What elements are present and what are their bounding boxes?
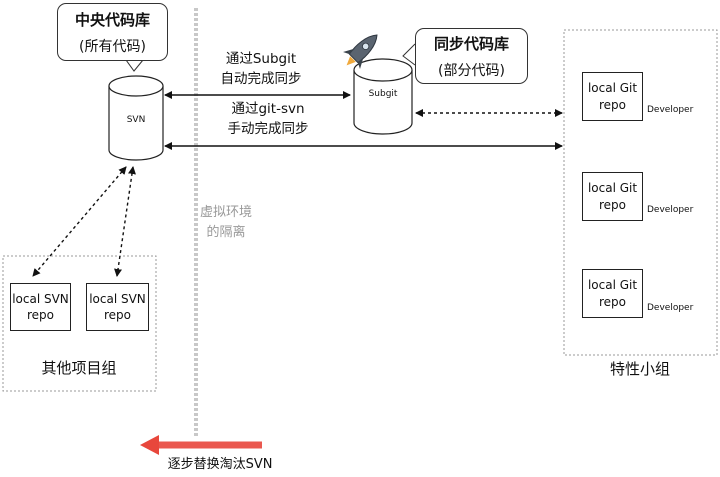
- manual-sync-label-line2: 手动完成同步: [227, 121, 309, 137]
- central-repo-subtitle: (所有代码): [79, 38, 146, 55]
- sync-repo-title: 同步代码库: [433, 34, 509, 53]
- local-git-repo: local Git repo: [582, 269, 643, 318]
- svn-local-connector-2: [114, 166, 136, 277]
- svn-local-connector-1: [32, 166, 127, 277]
- local-git-repo: local Git repo: [582, 172, 643, 221]
- repo-label-line2: repo: [598, 294, 626, 309]
- virtual-isolation-label-line1: 虚拟环境: [199, 205, 253, 220]
- local-svn-repo: local SVN repo: [10, 283, 71, 331]
- migration-arrow: [140, 435, 262, 455]
- central-repo-callout: 中央代码库 (所有代码): [57, 3, 168, 61]
- svn-database: [108, 75, 164, 161]
- repo-label-line2: repo: [598, 197, 626, 212]
- subgit-db-label: Subgit: [368, 89, 398, 99]
- virtual-isolation-label-line2: 的隔离: [206, 225, 246, 240]
- repo-label-line1: local SVN: [89, 291, 146, 306]
- repo-label-line1: local SVN: [12, 291, 69, 306]
- feature-group-title: 特性小组: [609, 360, 671, 378]
- svn-db-label: SVN: [126, 115, 146, 125]
- manual-sync-label-line1: 通过git-svn: [231, 101, 305, 117]
- sync-repo-callout: 同步代码库 (部分代码): [415, 28, 528, 84]
- auto-sync-label-line1: 通过Subgit: [225, 51, 297, 67]
- sync-bubble-tail: [402, 43, 416, 66]
- repo-label-line2: repo: [598, 97, 626, 112]
- central-repo-title: 中央代码库: [74, 10, 150, 29]
- repo-label-line2: repo: [26, 308, 54, 322]
- developer-label: Developer: [647, 105, 694, 115]
- sync-repo-subtitle: (部分代码): [438, 62, 505, 79]
- developer-label: Developer: [647, 205, 694, 215]
- local-git-repo: local Git repo: [582, 72, 643, 121]
- feature-group-frame: [563, 29, 718, 356]
- other-groups-title: 其他项目组: [41, 359, 117, 377]
- central-bubble-tail: [125, 59, 144, 72]
- developer-label: Developer: [647, 303, 694, 313]
- auto-sync-label-line2: 自动完成同步: [220, 71, 302, 87]
- subgit-database: [353, 58, 413, 135]
- repo-label-line1: local Git: [587, 81, 638, 96]
- rocket-icon: [343, 34, 378, 69]
- migration-label: 逐步替换淘汰SVN: [167, 457, 273, 472]
- repo-label-line2: repo: [103, 308, 131, 322]
- repo-label-line1: local Git: [587, 278, 638, 293]
- local-svn-repo: local SVN repo: [86, 283, 149, 331]
- repo-label-line1: local Git: [587, 181, 638, 196]
